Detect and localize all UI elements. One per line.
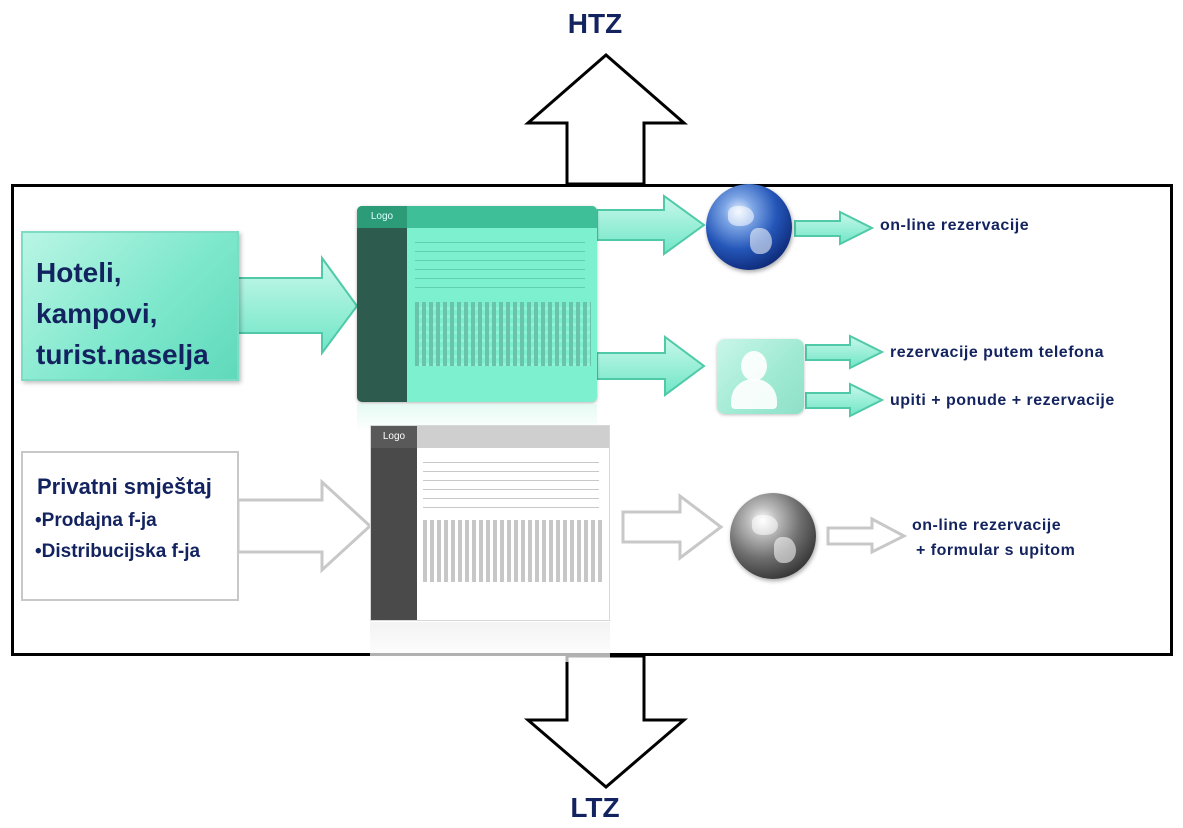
label-inquiries: upiti + ponude + rezervacije [890, 392, 1115, 409]
private-item-distribution: •Distribucijska f-ja [35, 541, 201, 562]
system-screenshot-gray: Logo [370, 425, 610, 621]
ltz-label: LTZ [570, 792, 620, 823]
mock-availability-grid [415, 302, 591, 366]
label-online-reservations: on-line rezervacije [880, 217, 1030, 234]
headset-operator-icon [717, 339, 804, 414]
arrow-system-to-callcenter [596, 335, 706, 397]
label-phone-reservations: rezervacije putem telefona [890, 344, 1104, 361]
arrow-system-to-web [596, 194, 706, 256]
mock-form-lines [415, 238, 585, 288]
label-private-online: on-line rezervacije [912, 517, 1062, 534]
arrow-web-to-online [794, 210, 875, 246]
private-accommodation-box [21, 451, 239, 601]
hotels-line: kampovi, [36, 298, 158, 329]
arrow-to-phone-reservations [805, 334, 885, 370]
hotels-line: Hoteli, [36, 257, 122, 288]
arrow-hotels-to-system [237, 254, 359, 357]
mock-sidebar [357, 228, 407, 402]
label-private-inquiry-form: + formular s upitom [916, 542, 1076, 559]
system-screenshot-teal: Logo [357, 206, 597, 402]
globe-icon [706, 184, 792, 270]
hotels-line: turist.naselja [36, 339, 209, 370]
mock-sidebar [371, 448, 417, 620]
mock-availability-grid [423, 520, 605, 582]
globe-icon [730, 493, 816, 579]
htz-label: HTZ [567, 8, 623, 39]
arrow-to-inquiries [805, 382, 885, 418]
hotels-text: Hoteli, kampovi, turist.naselja [36, 252, 209, 375]
private-item-sales: •Prodajna f-ja [35, 510, 157, 531]
mock-logo: Logo [357, 206, 407, 228]
mock-header [371, 426, 609, 448]
up-arrow-to-htz [523, 53, 689, 186]
arrow-private-web-to-online [826, 516, 908, 555]
mock-reflection [370, 622, 610, 662]
private-title: Privatni smještaj [37, 474, 212, 499]
mock-logo: Logo [371, 426, 417, 448]
down-arrow-to-ltz [523, 654, 689, 789]
mock-form-lines [423, 458, 599, 508]
arrow-private-to-system [236, 478, 373, 574]
arrow-private-system-to-web [621, 492, 724, 562]
hotels-box [21, 231, 239, 381]
mock-header [357, 206, 597, 228]
